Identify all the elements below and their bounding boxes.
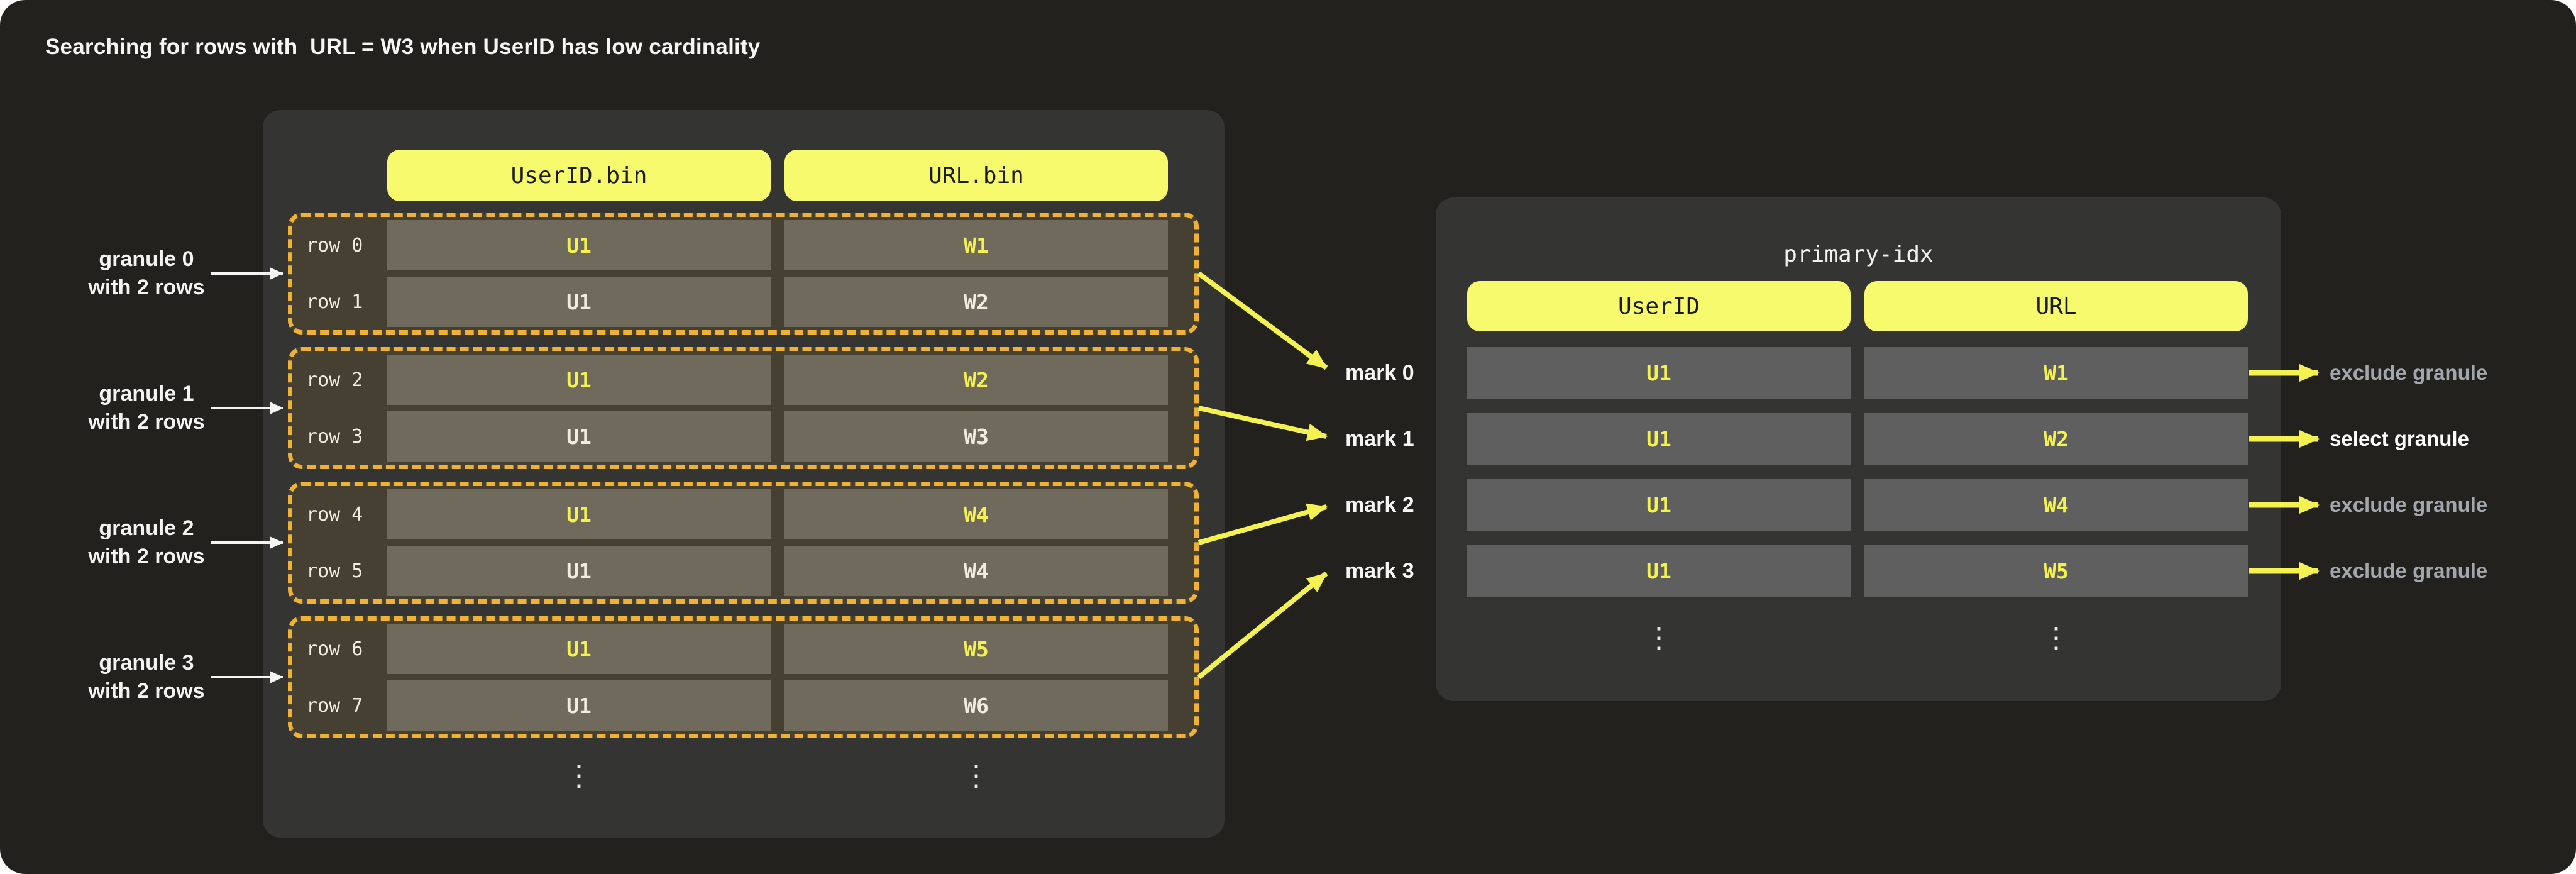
idx-url-ellipsis: ⋮ <box>2042 621 2071 655</box>
decision-label-1: select granule <box>2330 427 2469 450</box>
mark-label-0: mark 0 <box>1345 361 1414 385</box>
granule-1-label: granule 1 with 2 rows <box>33 380 260 436</box>
table-row-6: row 6 U1 W5 <box>292 624 1194 674</box>
column-header-url-bin: URL.bin <box>784 150 1168 201</box>
row-label: row 4 <box>306 503 363 526</box>
url-cell: W1 <box>784 220 1168 270</box>
table-row-7: row 7 U1 W6 <box>292 680 1194 731</box>
decision-label-0: exclude granule <box>2330 361 2488 384</box>
userid-cell: U1 <box>387 411 771 462</box>
idx-url-cell-3: W5 <box>1864 545 2248 597</box>
granule-3-label-line2: with 2 rows <box>88 679 205 703</box>
userid-cell: U1 <box>387 680 771 731</box>
granule-2-label: granule 2 with 2 rows <box>33 514 260 571</box>
granule-1-label-line1: granule 1 <box>99 382 194 406</box>
left-url-ellipsis: ⋮ <box>962 758 991 792</box>
table-row-3: row 3 U1 W3 <box>292 411 1194 462</box>
mark-label-2: mark 2 <box>1345 493 1414 517</box>
idx-userid-ellipsis: ⋮ <box>1644 621 1673 655</box>
granule-0-label: granule 0 with 2 rows <box>33 245 260 302</box>
userid-cell: U1 <box>387 624 771 674</box>
granule-box-0: row 0 U1 W1 row 1 U1 W2 <box>288 213 1199 335</box>
row-label: row 6 <box>306 638 363 660</box>
row-label: row 3 <box>306 425 363 448</box>
column-header-userid-bin: UserID.bin <box>387 150 771 201</box>
idx-userid-cell-2: U1 <box>1467 479 1851 531</box>
idx-userid-cell-1: U1 <box>1467 413 1851 465</box>
left-userid-ellipsis: ⋮ <box>564 758 593 792</box>
column-header-url: URL <box>1864 281 2248 331</box>
userid-cell: U1 <box>387 277 771 327</box>
decision-label-3: exclude granule <box>2330 559 2488 582</box>
granule-0-label-line2: with 2 rows <box>88 275 205 299</box>
granule-2-label-line1: granule 2 <box>99 516 194 540</box>
url-cell: W2 <box>784 277 1168 327</box>
row-label: row 2 <box>306 368 363 391</box>
table-row-4: row 4 U1 W4 <box>292 489 1194 539</box>
idx-url-cell-1: W2 <box>1864 413 2248 465</box>
diagram-title: Searching for rows with URL = W3 when Us… <box>45 35 761 59</box>
userid-cell: U1 <box>387 220 771 270</box>
column-header-userid: UserID <box>1467 281 1851 331</box>
mark-label-3: mark 3 <box>1345 559 1414 583</box>
primary-index-panel: primary-idx UserID URL U1 W1 U1 W2 U1 W4… <box>1436 197 2281 701</box>
table-row-0: row 0 U1 W1 <box>292 220 1194 270</box>
url-cell: W6 <box>784 680 1168 731</box>
row-label: row 5 <box>306 560 363 582</box>
url-cell: W2 <box>784 355 1168 405</box>
granule-box-2: row 4 U1 W4 row 5 U1 W4 <box>288 482 1199 604</box>
table-row-1: row 1 U1 W2 <box>292 277 1194 327</box>
row-label: row 1 <box>306 290 363 313</box>
url-cell: W5 <box>784 624 1168 674</box>
table-row-2: row 2 U1 W2 <box>292 355 1194 405</box>
idx-url-cell-0: W1 <box>1864 347 2248 399</box>
idx-userid-cell-3: U1 <box>1467 545 1851 597</box>
mark-label-1: mark 1 <box>1345 427 1414 451</box>
granule-2-label-line2: with 2 rows <box>88 545 205 568</box>
userid-cell: U1 <box>387 355 771 405</box>
granule-3-label-line1: granule 3 <box>99 651 194 675</box>
granule-3-label: granule 3 with 2 rows <box>33 649 260 705</box>
url-cell: W4 <box>784 546 1168 596</box>
userid-cell: U1 <box>387 489 771 539</box>
idx-url-cell-2: W4 <box>1864 479 2248 531</box>
row-label: row 7 <box>306 694 363 717</box>
url-cell: W3 <box>784 411 1168 462</box>
url-cell: W4 <box>784 489 1168 539</box>
primary-index-title: primary-idx <box>1783 241 1934 267</box>
granule-box-3: row 6 U1 W5 row 7 U1 W6 <box>288 616 1199 738</box>
table-row-5: row 5 U1 W4 <box>292 546 1194 596</box>
userid-cell: U1 <box>387 546 771 596</box>
granule-0-label-line1: granule 0 <box>99 247 194 271</box>
granule-1-label-line2: with 2 rows <box>88 410 205 434</box>
decision-label-2: exclude granule <box>2330 493 2488 516</box>
idx-userid-cell-0: U1 <box>1467 347 1851 399</box>
row-label: row 0 <box>306 234 363 257</box>
granule-box-1: row 2 U1 W2 row 3 U1 W3 <box>288 347 1199 469</box>
